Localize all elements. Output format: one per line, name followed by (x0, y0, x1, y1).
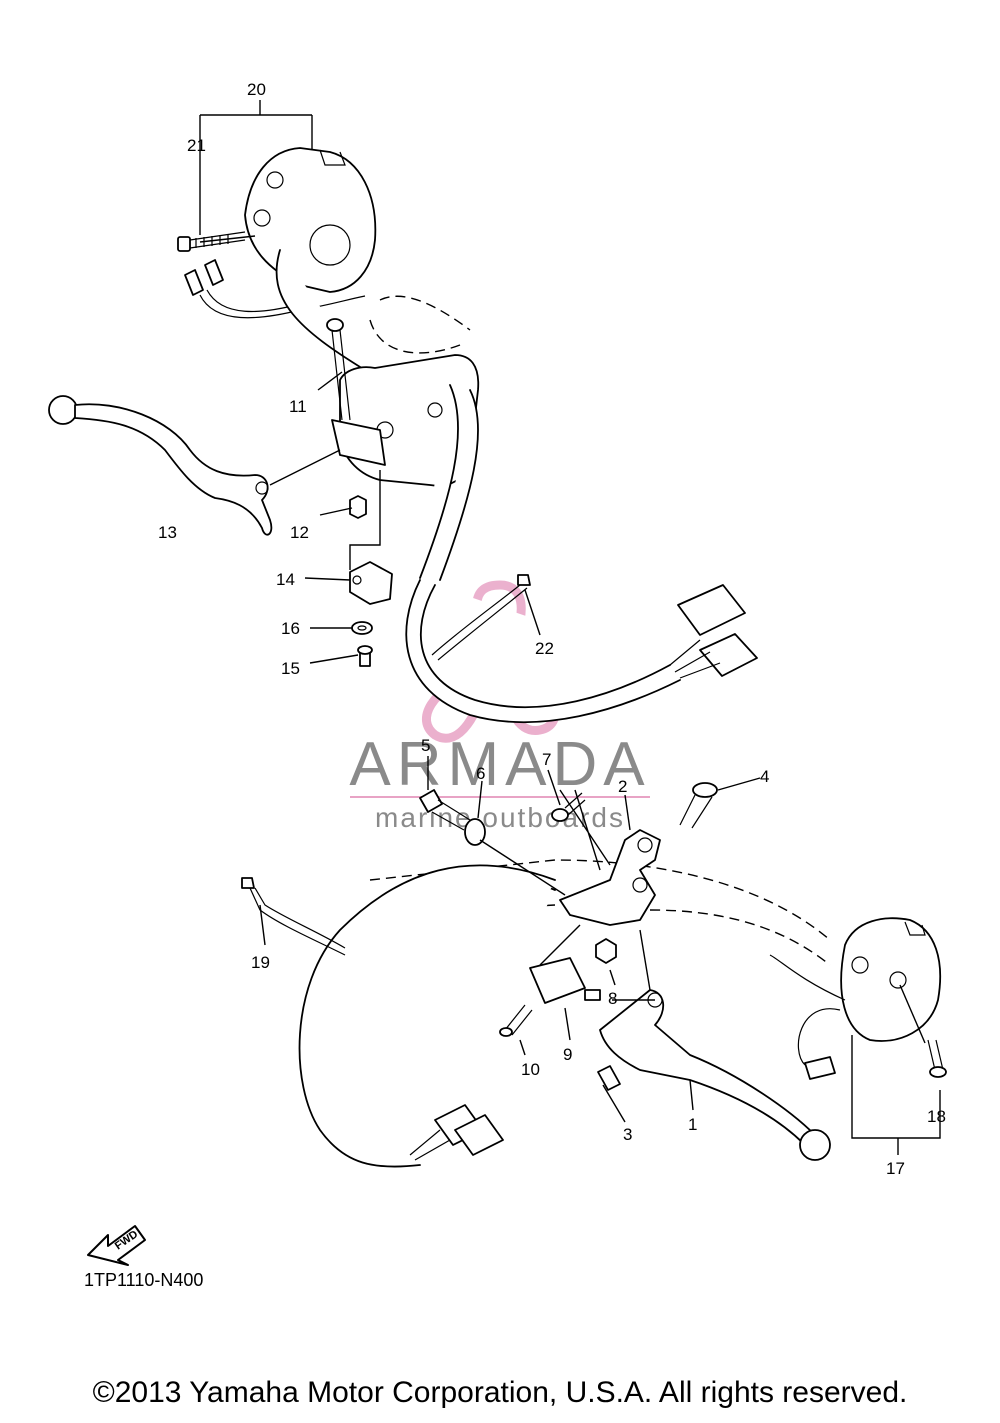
callout-22: 22 (535, 639, 554, 658)
screw-15 (357, 645, 373, 667)
clutch-lever-1 (599, 989, 831, 1161)
diagram-code: 1TP1110-N400 (84, 1270, 204, 1290)
callout-1: 1 (688, 1115, 697, 1134)
brake-switch-14 (349, 561, 393, 605)
cable-tie-22 (431, 574, 531, 661)
callout-9: 9 (563, 1045, 572, 1064)
bolt-4 (679, 782, 718, 829)
leader-lines (199, 100, 941, 1155)
clutch-switch-9 (529, 957, 601, 1004)
watermark-brand: ARMADA (349, 730, 650, 799)
callout-19: 19 (251, 953, 270, 972)
copyright-notice: ©2013 Yamaha Motor Corporation, U.S.A. A… (92, 1376, 908, 1409)
screw-21 (177, 231, 246, 252)
callout-20: 20 (247, 80, 266, 99)
callout-12: 12 (290, 523, 309, 542)
watermark-tagline: marine outboards (375, 802, 625, 833)
callout-labels: 1 2 3 4 5 6 7 8 9 10 11 12 13 14 15 16 1… (158, 80, 946, 1178)
coupler-upper (669, 584, 758, 679)
callout-7: 7 (542, 750, 551, 769)
callout-16: 16 (281, 619, 300, 638)
clutch-bracket-2 (559, 829, 661, 926)
callout-11: 11 (289, 397, 307, 416)
callout-8: 8 (608, 989, 617, 1008)
nut-12 (349, 495, 367, 519)
handlebar-switch-right (840, 917, 942, 1042)
handlebar-switch-left (244, 147, 377, 293)
callout-6: 6 (476, 764, 485, 783)
screw-18 (927, 1039, 947, 1078)
callout-15: 15 (281, 659, 300, 678)
screw-7 (551, 792, 586, 822)
callout-10: 10 (521, 1060, 540, 1079)
callout-5: 5 (421, 736, 430, 755)
callout-14: 14 (276, 570, 295, 589)
callout-17: 17 (886, 1159, 905, 1178)
bolt-5 (419, 789, 471, 831)
callout-3: 3 (623, 1125, 632, 1144)
callout-4: 4 (760, 767, 769, 786)
brake-lever-13 (48, 395, 273, 536)
callout-18: 18 (927, 1107, 946, 1126)
coupler-lower (409, 1104, 504, 1161)
callout-21: 21 (187, 136, 206, 155)
callout-13: 13 (158, 523, 177, 542)
callout-2: 2 (618, 777, 627, 796)
fwd-arrow-icon: FWD (87, 1225, 146, 1266)
